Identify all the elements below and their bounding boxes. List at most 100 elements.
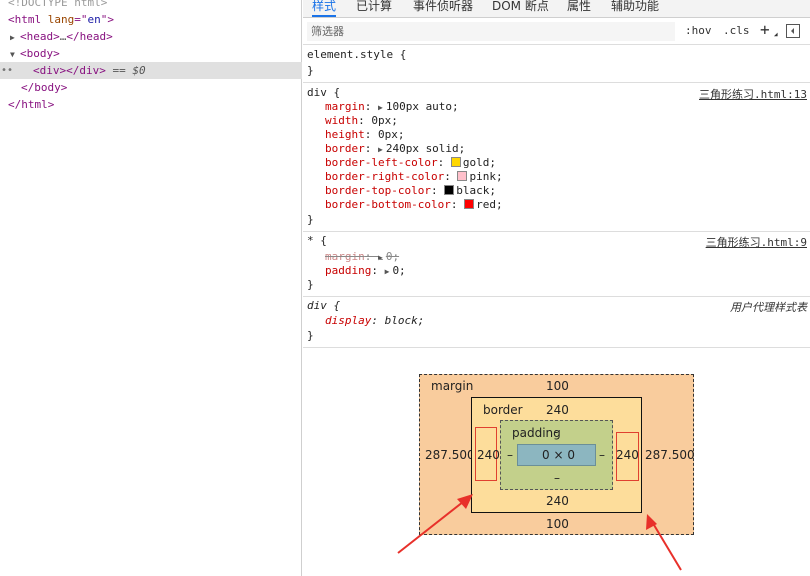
margin-left-value[interactable]: 287.500 (425, 448, 475, 462)
prop-height[interactable]: height: 0px; (325, 128, 405, 142)
prop-value[interactable]: 240px solid; (385, 142, 466, 155)
elements-panel: <!DOCTYPE html> <html lang="en"> ▶ <head>… (0, 0, 302, 576)
prop-border-top-color[interactable]: border-top-color: black; (325, 184, 496, 198)
prop-colon: : (364, 142, 378, 155)
new-rule-button[interactable]: + (760, 20, 770, 39)
prop-value[interactable]: 100px auto; (385, 100, 459, 113)
prop-padding[interactable]: padding: ▶0; (325, 264, 406, 278)
arrow-right (650, 519, 682, 571)
border-bottom-value[interactable]: 240 (546, 494, 569, 508)
universal-selector[interactable]: * { (307, 234, 327, 247)
prop-name: display (325, 314, 372, 327)
more-dots-icon[interactable]: •• (1, 65, 14, 76)
head-tag: <head> (20, 30, 60, 43)
tab-properties[interactable]: 属性 (567, 0, 592, 13)
border-right-box[interactable] (616, 432, 639, 481)
tab-computed[interactable]: 已计算 (356, 0, 393, 13)
border-left-value[interactable]: 240 (477, 448, 500, 462)
tab-dom-breakpoints[interactable]: DOM 断点 (492, 0, 549, 13)
dom-doctype[interactable]: <!DOCTYPE html> (0, 0, 302, 11)
box-content[interactable] (517, 444, 596, 466)
color-swatch-icon[interactable] (457, 171, 468, 181)
div-tag: <div></div> (33, 64, 106, 77)
expand-triangle-icon[interactable]: ▶ (378, 103, 383, 112)
universal-rule-close: } (307, 278, 314, 291)
expand-triangle-icon[interactable]: ▶ (384, 267, 390, 276)
prop-value[interactable]: 0; (385, 250, 400, 263)
rule-element-style: element.style { } (303, 46, 810, 83)
padding-top-value[interactable]: - (554, 425, 559, 439)
head-ellipsis[interactable]: … (59, 30, 67, 43)
expand-triangle-icon[interactable]: ▶ (10, 33, 15, 42)
arrowhead-left-icon (457, 494, 473, 509)
prop-border-left-color[interactable]: border-left-color: gold; (325, 156, 496, 170)
padding-right-value[interactable]: – (599, 448, 605, 462)
dom-head[interactable]: ▶ <head>…</head> (0, 28, 302, 45)
content-size-value[interactable]: 0 × 0 (542, 448, 575, 462)
prop-name: margin (325, 100, 365, 113)
tab-accessibility[interactable]: 辅助功能 (611, 0, 660, 13)
prop-value[interactable]: pink; (469, 170, 503, 183)
prop-value[interactable]: 0px; (378, 128, 405, 141)
prop-colon: : (444, 170, 458, 183)
prop-border[interactable]: border: ▶240px solid; (325, 142, 465, 156)
rule-universal: * { 三角形练习.html:9 margin: ▶0; padding: ▶0… (303, 233, 810, 297)
cls-button[interactable]: .cls (723, 24, 750, 37)
prop-colon: : (364, 100, 378, 113)
dom-body-close[interactable]: </body> (0, 79, 302, 96)
head-tag-close: </head> (66, 30, 113, 43)
prop-colon: : (371, 314, 385, 327)
prop-name: border-left-color (325, 156, 438, 169)
prop-value[interactable]: gold; (462, 156, 496, 169)
prop-name: height (325, 128, 365, 141)
color-swatch-icon[interactable] (450, 157, 461, 167)
margin-top-value[interactable]: 100 (546, 379, 569, 393)
prop-border-right-color[interactable]: border-right-color: pink; (325, 170, 503, 184)
rule-user-agent-div: div { 用户代理样式表 display: block; } (303, 298, 810, 348)
color-swatch-icon[interactable] (464, 199, 475, 209)
prop-value[interactable]: 0; (392, 264, 406, 277)
html-tag: <html (8, 13, 48, 26)
color-swatch-icon[interactable] (444, 185, 455, 195)
padding-left-value[interactable]: – (507, 448, 513, 462)
prop-value[interactable]: red; (476, 198, 503, 211)
dom-body-open[interactable]: ▼ <body> (0, 45, 302, 62)
dom-html-open[interactable]: <html lang="en"> (0, 11, 302, 28)
universal-source-link[interactable]: 三角形练习.html:9 (705, 236, 807, 249)
border-label: border (483, 403, 523, 417)
prop-name: margin (325, 250, 365, 263)
prop-value[interactable]: black; (456, 184, 496, 197)
tab-styles[interactable]: 样式 (312, 0, 337, 17)
prop-margin[interactable]: margin: ▶100px auto; (325, 100, 459, 114)
border-right-value[interactable]: 240 (616, 448, 639, 462)
prop-colon: : (364, 250, 378, 263)
prop-border-bottom-color[interactable]: border-bottom-color: red; (325, 198, 503, 212)
dom-html-close[interactable]: </html> (0, 96, 302, 113)
collapse-triangle-icon[interactable]: ▼ (10, 50, 15, 59)
new-rule-dropdown-icon[interactable]: ◢ (774, 31, 778, 38)
prop-margin-overridden[interactable]: margin: ▶0; (325, 250, 399, 264)
ua-rule-close: } (307, 329, 314, 342)
annotation-arrows (397, 494, 682, 571)
styles-panel: 样式 已计算 事件侦听器 DOM 断点 属性 辅助功能 :hov .cls + … (303, 0, 810, 576)
margin-right-value[interactable]: 287.500 (645, 448, 695, 462)
filter-input[interactable] (307, 22, 675, 41)
div-selector[interactable]: div { (307, 86, 341, 99)
ua-source-label: 用户代理样式表 (730, 301, 807, 314)
tab-event-listeners[interactable]: 事件侦听器 (413, 0, 474, 13)
border-top-value[interactable]: 240 (546, 403, 569, 417)
margin-bottom-value[interactable]: 100 (546, 517, 569, 531)
element-style-selector[interactable]: element.style { (307, 48, 407, 61)
expand-triangle-icon[interactable]: ▶ (378, 145, 383, 154)
dom-div-selected[interactable]: •• <div></div> == $0 (0, 62, 302, 79)
hov-button[interactable]: :hov (685, 24, 712, 37)
prop-colon: : (371, 264, 385, 277)
expand-triangle-icon[interactable]: ▶ (378, 253, 383, 262)
toggle-sidebar-icon[interactable] (786, 24, 800, 41)
border-left-box[interactable] (475, 427, 497, 481)
padding-bottom-value[interactable]: – (554, 471, 560, 485)
prop-width[interactable]: width: 0px; (325, 114, 398, 128)
prop-value[interactable]: 0px; (371, 114, 398, 127)
div-source-link[interactable]: 三角形练习.html:13 (699, 88, 807, 101)
body-tag: <body> (20, 47, 60, 60)
